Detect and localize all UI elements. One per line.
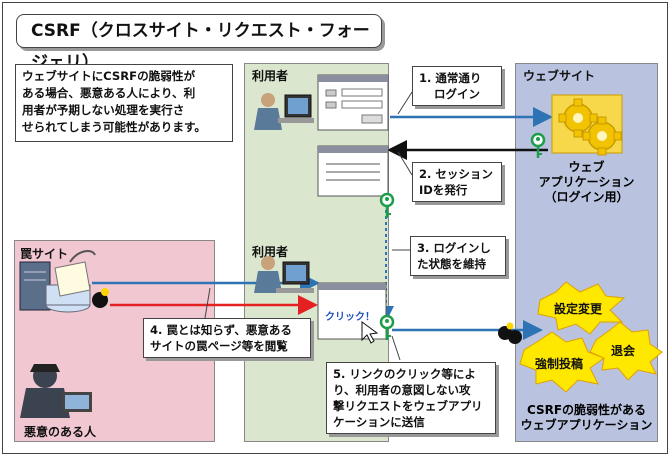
user-person-icon [254,93,314,130]
intro-line: ある場合、悪意ある人により、利 [22,86,196,100]
bomb-icon [92,288,109,308]
intro-line: ウェブサイトにCSRFの脆弱性が [22,69,196,83]
user-label-mid: 利用者 [252,245,289,259]
user-label-top: 利用者 [252,69,289,83]
step-1-callout: 1. 通常通り ログイン [412,66,502,106]
attacker-label: 悪意のある人 [24,425,97,439]
trap-site-label: 罠サイト [20,247,69,261]
bomb-icon [508,330,522,344]
step-2-callout: 2. セッション IDを発行 [412,162,502,202]
trap-server-icon [19,249,96,313]
attacker-icon [20,364,92,418]
vulnerable-app-caption: CSRFの脆弱性がある ウェブアプリケーション [520,403,653,432]
intro-text: ウェブサイトにCSRFの脆弱性が ある場合、悪意ある人により、利 用者が予期しな… [15,64,233,142]
burst-label-withdraw: 退会 [611,344,636,358]
burst-label-settings: 設定変更 [554,302,603,316]
burst-withdraw [589,321,663,381]
intro-line: 用者が予期しない処理を実行さ [22,103,185,117]
burst-label-post: 強制投稿 [535,357,584,371]
login-browser-window [317,74,389,131]
step-3-callout: 3. ログインし た状態を維持 [410,236,506,276]
cursor-icon [361,321,379,344]
web-application-icon [551,94,623,156]
web-app-caption: ウェブ アプリケーション （ログイン用） [538,160,635,204]
session-browser-window [317,145,389,197]
intro-line: せられてしまう可能性があります。 [22,120,206,134]
website-label: ウェブサイト [523,69,596,83]
step-5-callout: 5. リンクのクリック等によ り、利用者の意図しない攻 撃リクエストをウェブアプ… [326,362,496,434]
burst-settings-change [537,281,626,335]
burst-forced-post [519,331,606,393]
key-icon [379,192,395,220]
step-4-callout: 4. 罠とは知らず、悪意ある サイトの罠ページ等を閲覧 [143,318,311,358]
click-label: クリック！ [325,312,375,323]
click-browser-window [317,282,387,340]
user-person-icon-2 [254,256,314,293]
page-title: CSRF（クロスサイト・リクエスト・フォージェリ） [16,14,382,73]
key-icon [530,132,546,160]
